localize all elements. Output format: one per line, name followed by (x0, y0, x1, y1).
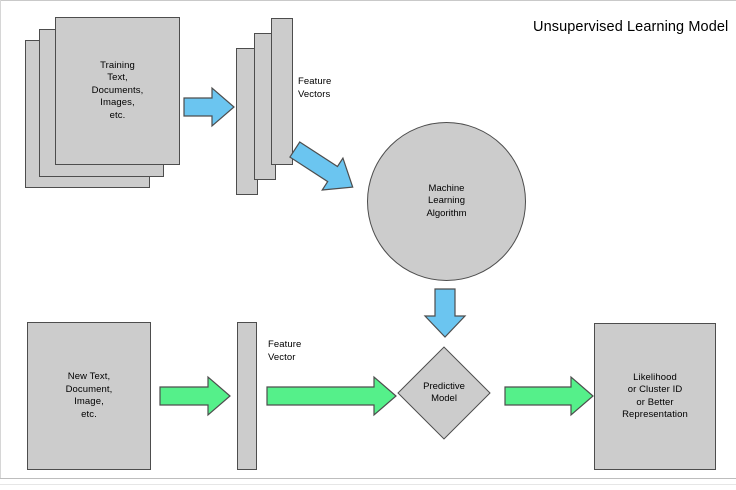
page-frame-bottom (0, 478, 736, 479)
output-node: Likelihood or Cluster ID or Better Repre… (594, 323, 716, 470)
page-frame-top (0, 0, 736, 1)
arrow-feature-vectors-to-algorithm (289, 129, 374, 191)
training-documents-sheet-front: Training Text, Documents, Images, etc. (55, 17, 180, 165)
page-frame-left (0, 0, 1, 478)
arrow-algorithm-to-predictive-model (423, 288, 467, 338)
arrow-new-input-to-feature-vector (159, 375, 231, 417)
feature-vector-bar-3 (271, 18, 293, 165)
page-frame-bottom-secondary (0, 484, 736, 485)
diagram-title: Unsupervised Learning Model (533, 19, 729, 35)
feature-vector-single-caption: Feature Vector (268, 339, 302, 363)
arrow-feature-vector-to-predictive-model (266, 375, 397, 417)
machine-learning-algorithm-node: Machine Learning Algorithm (367, 122, 526, 281)
new-input-node: New Text, Document, Image, etc. (27, 322, 151, 470)
feature-vector-single-bar (237, 322, 257, 470)
predictive-model-label: Predictive Model (423, 380, 465, 405)
feature-vectors-caption: Feature Vectors (298, 76, 332, 100)
arrow-docs-to-feature-vectors (183, 86, 235, 128)
arrow-predictive-model-to-output (504, 375, 594, 417)
